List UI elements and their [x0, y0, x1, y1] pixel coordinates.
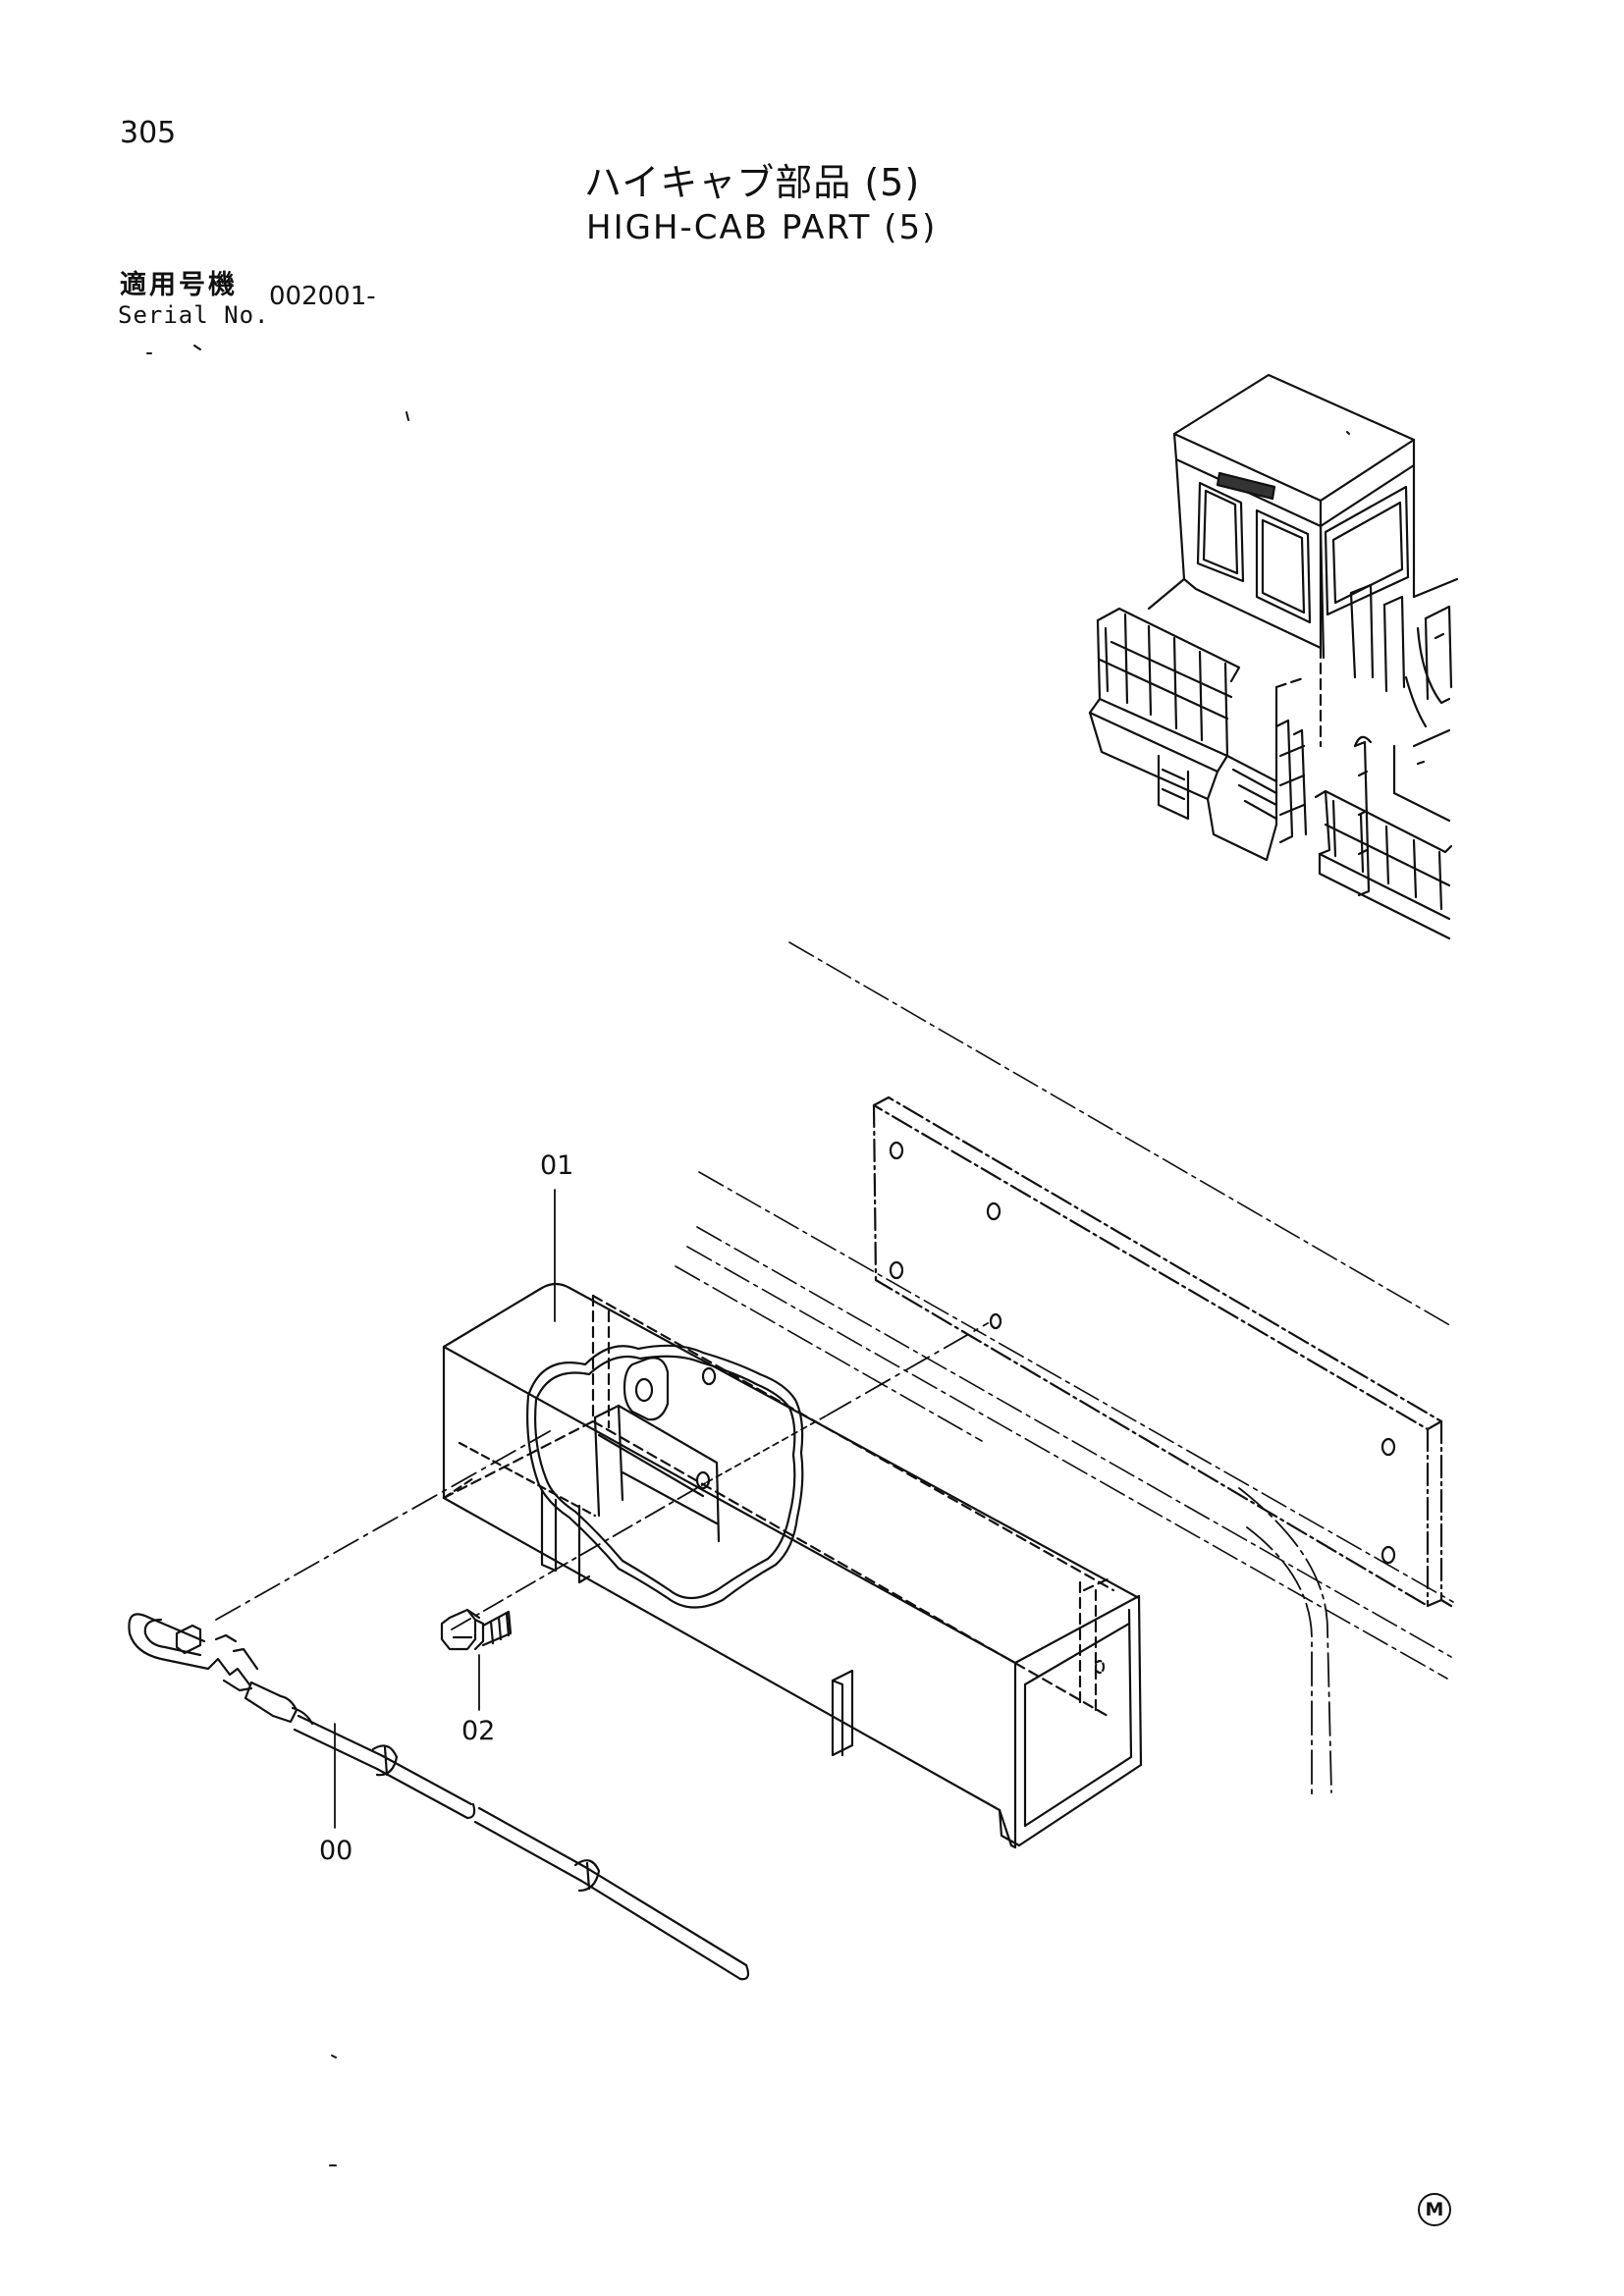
page-number: 305	[120, 116, 177, 150]
part-02-bolt	[440, 1608, 513, 1651]
print-specks	[146, 345, 1350, 2166]
machine-cab-inset-illustration	[1088, 373, 1459, 940]
serial-label-japanese: 適用号機	[120, 270, 238, 300]
page-title-english: HIGH-CAB PART (5)	[586, 208, 938, 247]
serial-number-value: 002001-	[269, 282, 376, 311]
cab-frame-centerlines	[675, 941, 1454, 1680]
part-label-02: 02	[461, 1716, 496, 1746]
part-01-tool-box	[442, 1282, 1143, 1849]
serial-label-english: Serial No.	[118, 301, 270, 329]
manufacturer-mark: M	[1418, 2193, 1451, 2226]
part-label-01: 01	[540, 1150, 574, 1181]
installation-dash-dot-lines	[215, 1322, 989, 1630]
part-label-00: 00	[319, 1836, 353, 1866]
part-00-wire-rope	[128, 1613, 750, 1981]
page-title-japanese: ハイキャブ部品 (5)	[584, 161, 921, 204]
cab-wall-mounting-plate	[872, 1095, 1453, 1608]
cab-pillar-outline	[1238, 1487, 1332, 1797]
part-leader-lines	[334, 1189, 556, 1829]
